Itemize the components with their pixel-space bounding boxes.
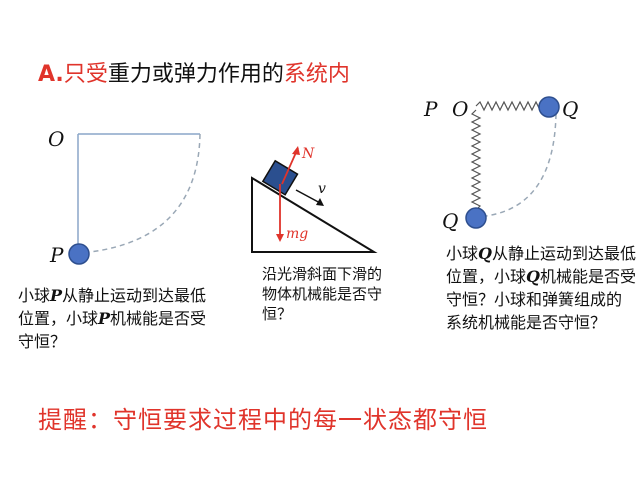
spring-caption-1: 小球 bbox=[446, 244, 479, 263]
velocity-arrow bbox=[295, 189, 323, 205]
horizontal-spring bbox=[475, 100, 545, 112]
spring-label-p: P bbox=[423, 97, 438, 121]
label-n: N bbox=[301, 146, 315, 162]
heading-part1: 只 bbox=[63, 62, 86, 87]
heading-part2: 受 bbox=[85, 62, 108, 87]
pendulum-caption-2: 从静止运动到达最低位置，小球 bbox=[18, 286, 207, 328]
pendulum-diagram: O P bbox=[48, 127, 201, 267]
spring-diagram: P O Q Q bbox=[423, 96, 578, 233]
vertical-spring bbox=[470, 109, 482, 211]
label-v: v bbox=[318, 181, 326, 197]
pendulum-caption-p: P bbox=[50, 286, 63, 305]
spring-caption-q: Q bbox=[478, 244, 492, 263]
pendulum-ball bbox=[68, 243, 90, 265]
incline-caption: 沿光滑斜面下滑的物体机械能是否守恒？ bbox=[262, 265, 383, 323]
incline-triangle bbox=[251, 176, 378, 253]
spring-caption: 小球Q从静止运动到达最低位置，小球Q机械能是否受守恒？小球和弹簧组成的系统机械能… bbox=[446, 242, 636, 334]
spring-ball-bottom bbox=[465, 207, 487, 229]
heading: A.只受重力或弹力作用的系统内 bbox=[38, 56, 350, 88]
pendulum-caption-3: 机械能是否受守恒？ bbox=[18, 309, 207, 351]
velocity-arrowhead bbox=[316, 198, 324, 206]
spring-label-q-top: Q bbox=[562, 97, 578, 121]
spring-arc-path bbox=[485, 113, 557, 217]
heading-part3: 重力或弹力作用的 bbox=[107, 62, 284, 87]
heading-prefix: A. bbox=[38, 62, 64, 87]
spring-ball-top bbox=[538, 96, 560, 118]
label-mg: mg bbox=[286, 226, 308, 242]
spring-caption-2: 从静止运动到达最低位置，小球 bbox=[446, 244, 636, 286]
gravity-arrowhead bbox=[276, 234, 284, 242]
normal-force-arrowhead bbox=[292, 146, 300, 155]
heading-part4: 系统内 bbox=[283, 62, 350, 87]
pendulum-caption: 小球P从静止运动到达最低位置，小球P机械能是否受守恒？ bbox=[18, 284, 218, 353]
pendulum-label-p: P bbox=[49, 243, 64, 267]
spring-caption-3: 机械能是否受守恒？小球和弹簧组成的系统机械能是否守恒？ bbox=[446, 267, 636, 332]
reminder-text: 提醒：守恒要求过程中的每一状态都守恒 bbox=[38, 406, 488, 434]
pendulum-label-o: O bbox=[48, 127, 64, 151]
incline-diagram: N v mg bbox=[251, 146, 378, 253]
pendulum-caption-1: 小球 bbox=[18, 286, 51, 305]
spring-label-o: O bbox=[452, 97, 468, 121]
pendulum-arc-path bbox=[89, 133, 201, 253]
spring-caption-q2: Q bbox=[526, 267, 540, 286]
pendulum-caption-p2: P bbox=[98, 309, 111, 328]
spring-label-q-bottom: Q bbox=[442, 209, 458, 233]
